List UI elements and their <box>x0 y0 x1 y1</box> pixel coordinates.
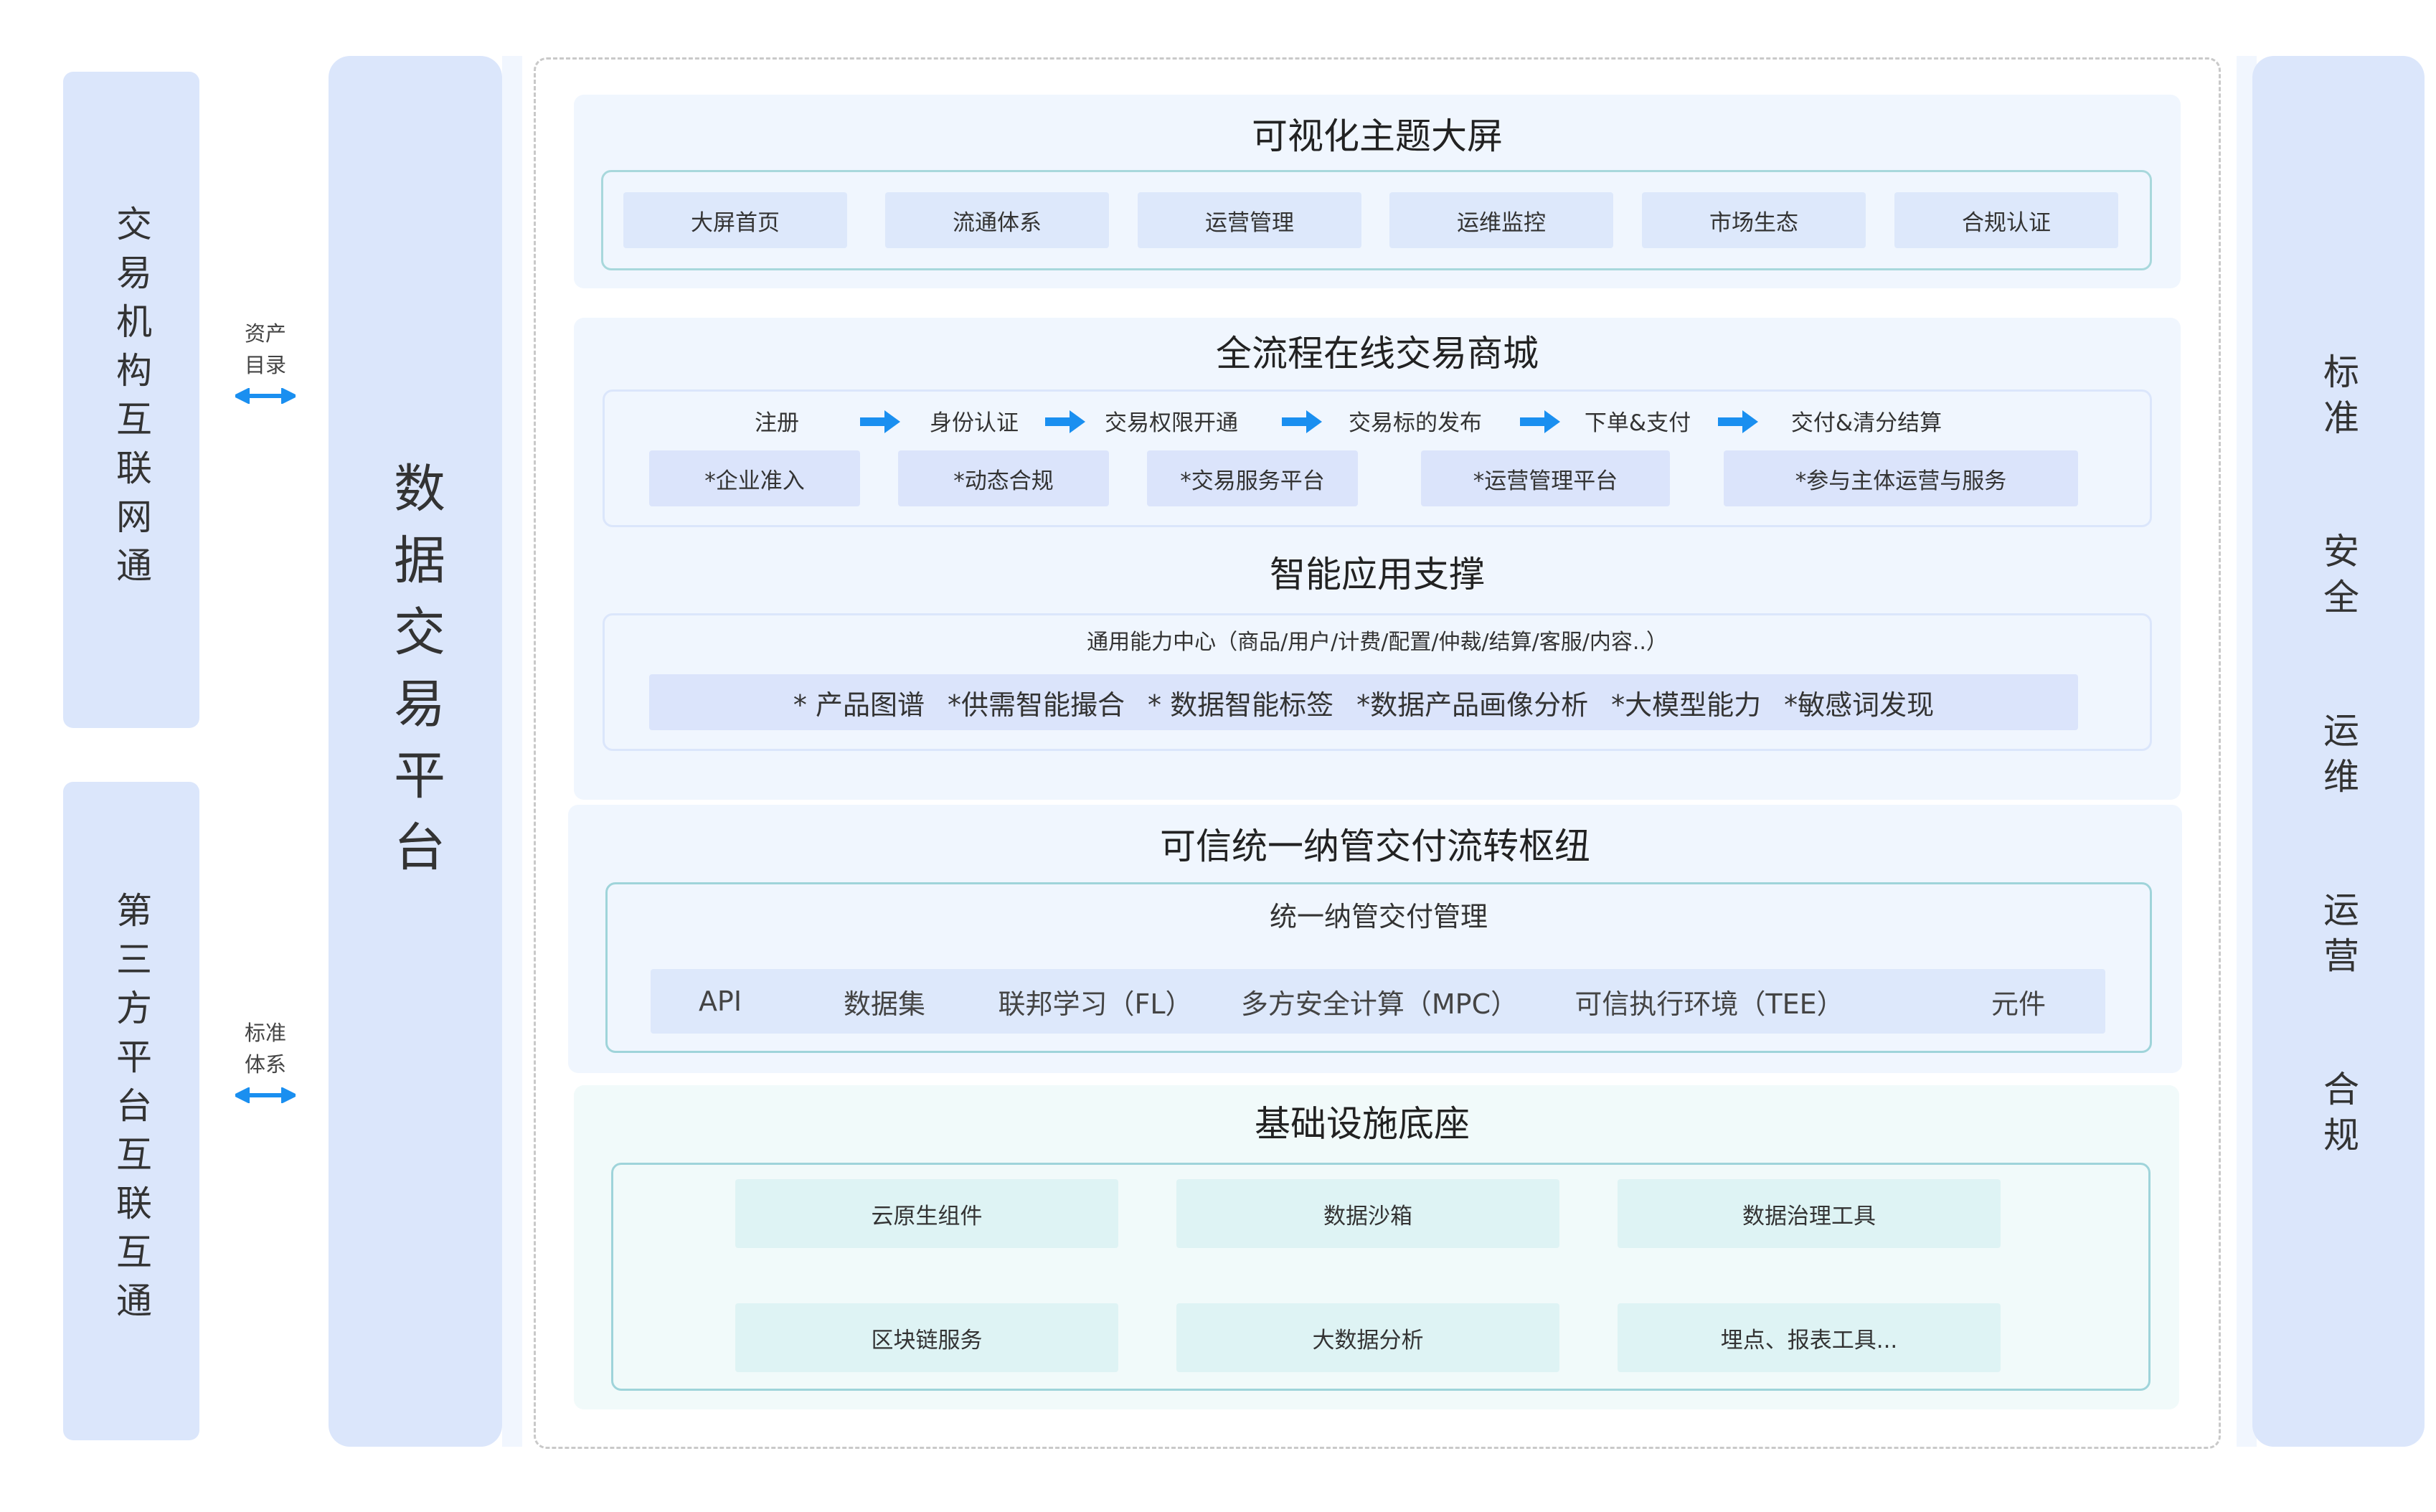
main-frame <box>534 57 2221 1449</box>
section-hub: 可信统一纳管交付流转枢纽 统一纳管交付管理 API 数据集 联邦学习（FL） 多… <box>568 805 2182 1073</box>
smart-item: *数据产品画像分析 <box>1356 689 1589 721</box>
infra-item: 埋点、报表工具... <box>1618 1303 2001 1372</box>
arrow-right-icon <box>1045 410 1085 433</box>
hub-item: 联邦学习（FL） <box>998 988 1193 1020</box>
gutter-strip <box>502 56 522 1447</box>
smart-capability-bar: * 产品图谱 *供需智能撮合 * 数据智能标签 *数据产品画像分析 *大模型能力… <box>649 674 2078 730</box>
section-infrastructure: 基础设施底座 云原生组件 数据沙箱 数据治理工具 区块链服务 大数据分析 埋点、… <box>574 1085 2179 1409</box>
section-visual-screen: 可视化主题大屏 大屏首页 流通体系 运营管理 运维监控 市场生态 合规认证 <box>574 95 2181 288</box>
arrow-right-icon <box>1282 410 1322 433</box>
arrow-right-icon <box>1520 410 1560 433</box>
connector-standard-system: 标准 体系 <box>230 1017 301 1103</box>
hub-item: 多方安全计算（MPC） <box>1240 988 1519 1020</box>
flow-step: 身份认证 <box>930 410 1019 436</box>
double-arrow-icon <box>235 1087 296 1103</box>
visual-item: 市场生态 <box>1642 192 1866 248</box>
mall-item: *动态合规 <box>898 450 1109 506</box>
hub-item: 可信执行环境（TEE） <box>1575 988 1844 1020</box>
connector-label-line1: 资产 <box>244 321 286 346</box>
visual-item: 合规认证 <box>1894 192 2118 248</box>
platform-label: 数据交易平台 <box>384 460 445 892</box>
smart-box: 通用能力中心（商品/用户/计费/配置/仲裁/结算/客服/内容..） * 产品图谱… <box>603 613 2152 751</box>
hub-capability-bar: API 数据集 联邦学习（FL） 多方安全计算（MPC） 可信执行环境（TEE）… <box>651 969 2105 1034</box>
flow-step: 注册 <box>755 410 799 436</box>
hub-item: 元件 <box>1991 988 2046 1020</box>
platform-column: 数据交易平台 <box>329 56 502 1447</box>
mall-item: *交易服务平台 <box>1147 450 1358 506</box>
mall-box: 注册 身份认证 交易权限开通 交易标的发布 下单&支付 交付&清分结算 *企业准… <box>603 389 2152 527</box>
left-column-third-party: 第三方平台互联互通 <box>63 782 199 1440</box>
section-title: 可视化主题大屏 <box>1252 115 1503 157</box>
mall-item: *运营管理平台 <box>1421 450 1670 506</box>
right-group-label: 运维 <box>2318 712 2359 803</box>
visual-item: 运营管理 <box>1138 192 1361 248</box>
right-column-governance: 标准 安全 运维 运营 合规 <box>2252 56 2425 1447</box>
smart-item: *大模型能力 <box>1611 689 1762 721</box>
double-arrow-icon <box>235 388 296 404</box>
infra-item: 区块链服务 <box>735 1303 1118 1372</box>
flow-step: 交付&清分结算 <box>1790 410 1942 436</box>
hub-subtitle: 统一纳管交付管理 <box>1269 901 1488 932</box>
right-group-label: 安全 <box>2318 532 2359 624</box>
section-title: 基础设施底座 <box>1255 1103 1470 1145</box>
left-column-exchange-interconnect: 交易机构互联网通 <box>63 72 199 728</box>
section-title: 智能应用支撑 <box>1270 554 1485 595</box>
right-group-label: 运营 <box>2318 891 2359 983</box>
hub-item: API <box>698 986 742 1017</box>
connector-label-line1: 标准 <box>244 1021 286 1045</box>
right-group-label: 标准 <box>2318 353 2359 445</box>
mall-item: *参与主体运营与服务 <box>1724 450 2078 506</box>
smart-item: * 产品图谱 <box>793 689 925 721</box>
section-mall: 全流程在线交易商城 注册 身份认证 交易权限开通 交易标的发布 下单&支付 交付… <box>574 318 2181 800</box>
smart-item: *供需智能撮合 <box>947 689 1125 721</box>
flow-step: 交易标的发布 <box>1349 410 1482 436</box>
right-group-label: 合规 <box>2318 1070 2359 1162</box>
visual-screen-box: 大屏首页 流通体系 运营管理 运维监控 市场生态 合规认证 <box>601 170 2152 270</box>
arrow-right-icon <box>860 410 900 433</box>
connector-asset-catalog: 资产 目录 <box>230 318 301 404</box>
flow-step: 交易权限开通 <box>1105 410 1238 436</box>
left-column-bottom-label: 第三方平台互联互通 <box>110 892 152 1331</box>
connector-label-line2: 目录 <box>244 353 286 377</box>
infra-box: 云原生组件 数据沙箱 数据治理工具 区块链服务 大数据分析 埋点、报表工具... <box>611 1163 2151 1391</box>
infra-item: 数据沙箱 <box>1176 1179 1559 1248</box>
smart-subtitle: 通用能力中心（商品/用户/计费/配置/仲裁/结算/客服/内容..） <box>1087 630 1668 655</box>
connector-label-line2: 体系 <box>244 1052 286 1077</box>
visual-item: 流通体系 <box>885 192 1109 248</box>
hub-box: 统一纳管交付管理 API 数据集 联邦学习（FL） 多方安全计算（MPC） 可信… <box>605 882 2152 1053</box>
visual-item: 运维监控 <box>1389 192 1613 248</box>
mall-item: *企业准入 <box>649 450 860 506</box>
section-title: 全流程在线交易商城 <box>1216 333 1539 374</box>
left-column-top-label: 交易机构互联网通 <box>110 204 152 595</box>
visual-item: 大屏首页 <box>623 192 847 248</box>
arrow-right-icon <box>1718 410 1758 433</box>
infra-item: 云原生组件 <box>735 1179 1118 1248</box>
infra-item: 数据治理工具 <box>1618 1179 2001 1248</box>
smart-item: * 数据智能标签 <box>1147 689 1334 721</box>
flow-step: 下单&支付 <box>1584 410 1691 436</box>
smart-item: *敏感词发现 <box>1784 689 1935 721</box>
section-title: 可信统一纳管交付流转枢纽 <box>1160 826 1590 867</box>
hub-item: 数据集 <box>843 988 926 1020</box>
infra-item: 大数据分析 <box>1176 1303 1559 1372</box>
